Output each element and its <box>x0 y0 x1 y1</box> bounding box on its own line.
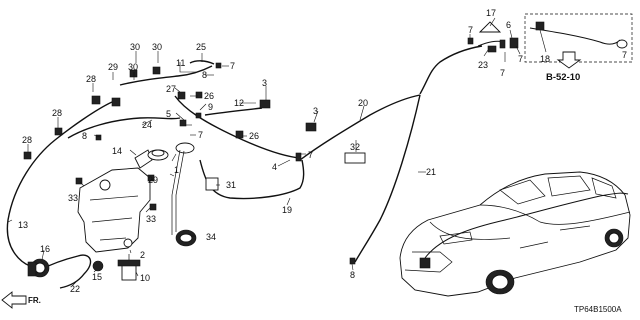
callout-19: 19 <box>282 205 292 215</box>
callout-7: 7 <box>230 61 235 71</box>
callout-30: 30 <box>128 62 138 72</box>
callout-1: 1 <box>174 165 179 175</box>
hose-12 <box>204 107 263 116</box>
callout-7: 7 <box>468 25 473 35</box>
callout-3: 3 <box>313 106 318 116</box>
hose-21b <box>354 94 421 263</box>
front-direction-label: FR. <box>28 296 41 305</box>
callout-24: 24 <box>142 120 152 130</box>
hose-18 <box>529 27 621 45</box>
grommet-34 <box>175 229 197 247</box>
callout-22: 22 <box>70 284 80 294</box>
callout-25: 25 <box>196 42 206 52</box>
callout-7: 7 <box>622 50 627 60</box>
callout-4: 4 <box>272 162 277 172</box>
callout-23: 23 <box>478 60 488 70</box>
callout-33: 33 <box>146 214 156 224</box>
callout-15: 15 <box>92 272 102 282</box>
hose-13 <box>6 101 113 267</box>
washer-tank <box>77 167 151 253</box>
level-gauge <box>171 142 195 235</box>
hose-24 <box>67 117 181 139</box>
vehicle-illustration <box>399 171 631 297</box>
callout-8: 8 <box>82 131 87 141</box>
callout-11: 11 <box>176 58 185 68</box>
callout-13: 13 <box>18 220 28 230</box>
callout-29: 29 <box>148 175 158 185</box>
callout-7: 7 <box>518 54 523 64</box>
callout-21: 21 <box>426 167 436 177</box>
clips <box>23 21 628 265</box>
leader-lines <box>7 17 547 287</box>
callout-10: 10 <box>140 273 150 283</box>
reference-code: B-52-10 <box>546 72 580 83</box>
callout-7: 7 <box>308 150 313 160</box>
callout-33: 33 <box>68 193 78 203</box>
callout-30: 30 <box>130 42 140 52</box>
callout-8: 8 <box>202 70 207 80</box>
callout-6: 6 <box>506 20 511 30</box>
callout-20: 20 <box>358 98 368 108</box>
callout-30: 30 <box>152 42 162 52</box>
callout-2: 2 <box>140 250 145 260</box>
diagram-code: TP64B1500A <box>574 305 622 314</box>
callout-34: 34 <box>206 232 216 242</box>
callout-3: 3 <box>262 78 267 88</box>
hose-25 <box>189 60 215 65</box>
label-32 <box>344 152 366 164</box>
callout-32: 32 <box>350 142 360 152</box>
callout-8: 8 <box>350 270 355 280</box>
filler-neck <box>134 149 169 169</box>
reference-arrow-icon <box>556 51 582 69</box>
washer-pump <box>117 254 141 281</box>
callout-17: 17 <box>486 8 496 18</box>
callout-26: 26 <box>249 131 259 141</box>
callout-5: 5 <box>166 109 171 119</box>
callouts: 30 30 25 7 29 30 11 8 28 27 26 3 9 12 5 … <box>18 8 627 294</box>
callout-26: 26 <box>204 91 214 101</box>
label-31 <box>205 177 219 191</box>
hose-22 <box>39 254 92 289</box>
callout-7: 7 <box>500 68 505 78</box>
callout-28: 28 <box>52 108 62 118</box>
callout-16: 16 <box>40 244 50 254</box>
hose-4 <box>174 95 301 159</box>
reference-box <box>524 13 633 63</box>
front-direction-arrow-icon <box>1 291 27 309</box>
callout-12: 12 <box>234 98 244 108</box>
callout-28: 28 <box>86 74 96 84</box>
callout-9: 9 <box>208 102 213 112</box>
callout-31: 31 <box>226 180 236 190</box>
hose-21 <box>419 45 483 95</box>
hose-20 <box>299 94 421 161</box>
callout-14: 14 <box>112 146 122 156</box>
callout-29: 29 <box>108 62 118 72</box>
callout-7: 7 <box>198 130 203 140</box>
callout-18: 18 <box>540 54 550 64</box>
hose-11 <box>119 65 213 86</box>
callout-27: 27 <box>166 84 176 94</box>
callout-28: 28 <box>22 135 32 145</box>
washer-motor <box>27 258 50 278</box>
grommet-15 <box>92 260 104 272</box>
